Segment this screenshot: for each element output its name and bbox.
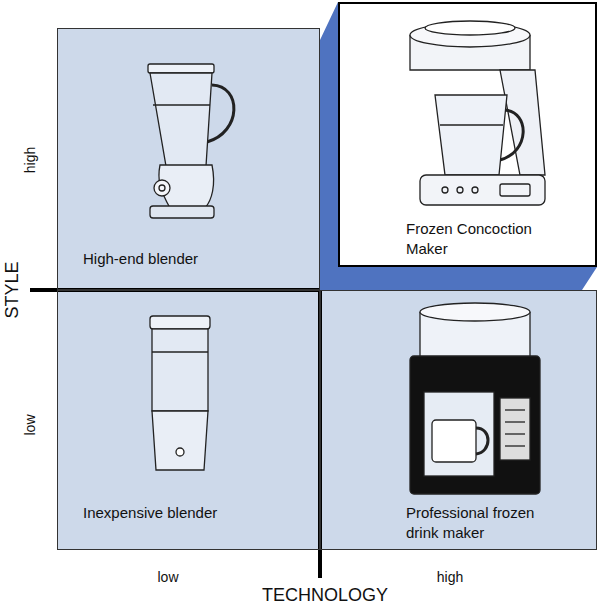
- quadrant-fill: [57, 290, 320, 550]
- quadrant-label: Professional frozen drink maker: [406, 503, 556, 544]
- quadrant-label: Inexpensive blender: [83, 503, 303, 523]
- quadrant-fill: [320, 290, 597, 550]
- quadrant-label: High-end blender: [83, 249, 303, 269]
- pro-drink-maker-illustration: [410, 303, 540, 494]
- inexpensive-blender-illustration: [150, 316, 210, 470]
- axis-title: STYLE: [2, 261, 24, 318]
- quadrant-box: High-end blender: [57, 28, 320, 290]
- quadrant-box: Frozen Concoction Maker: [338, 2, 597, 267]
- axis-level: low: [22, 414, 39, 435]
- quadrant-box: Inexpensive blender: [57, 290, 320, 550]
- axis-level: high: [437, 569, 463, 586]
- quadrant-fill: [57, 28, 320, 290]
- quadrant-box: Professional frozen drink maker: [320, 290, 597, 550]
- axis-level: low: [157, 569, 178, 586]
- concoction-maker-illustration: [410, 21, 545, 205]
- axis-title: TECHNOLOGY: [262, 585, 388, 607]
- quadrant-label: Frozen Concoction Maker: [406, 219, 556, 260]
- raised-shadow: [320, 2, 597, 290]
- quadrant-fill: [338, 2, 597, 267]
- high-end-blender-illustration: [148, 64, 234, 218]
- axis-level: high: [22, 147, 39, 173]
